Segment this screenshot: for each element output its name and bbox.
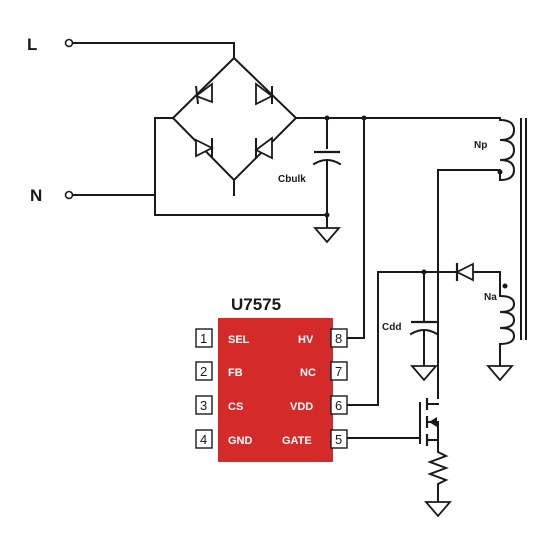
- pin-number: 7: [335, 364, 342, 379]
- ic-pin-4: 4 GND: [195, 429, 253, 449]
- ic-pin-5: 5 GATE: [282, 429, 348, 449]
- pin-number: 8: [335, 331, 342, 346]
- pin-number: 2: [200, 364, 207, 379]
- pin-name: HV: [298, 334, 314, 346]
- bridge-diode-1: [194, 82, 213, 105]
- pin-number: 5: [335, 432, 342, 447]
- aux-diode: [454, 262, 474, 282]
- wire-n: [72, 117, 174, 196]
- terminal-label-l: L: [27, 35, 37, 54]
- pin-number: 6: [335, 398, 342, 413]
- terminal-l: [64, 38, 74, 48]
- pin-name: NC: [300, 367, 316, 379]
- pin-number: 1: [200, 331, 207, 346]
- cdd-capacitor: [409, 271, 439, 367]
- pin-name: CS: [228, 401, 243, 413]
- terminal-n: [64, 190, 74, 200]
- ic-pin-8: 8 HV: [298, 328, 348, 348]
- bridge-diode-3: [195, 138, 215, 158]
- na-dot-icon: [502, 283, 508, 289]
- wire-bridge-neg: [154, 179, 328, 216]
- sense-resistor: [427, 439, 449, 503]
- bridge-diode-4: [254, 136, 273, 160]
- ic-part-number: U7575: [231, 295, 281, 314]
- bridge-diode-2: [255, 82, 274, 106]
- ic-pin-3: 3 CS: [195, 395, 243, 415]
- ground-icon: [424, 501, 452, 518]
- pin-number: 3: [200, 398, 207, 413]
- np-label: Np: [474, 140, 487, 151]
- node-dot-gnd: [324, 212, 330, 218]
- ground-icon: [486, 365, 514, 382]
- ground-icon: [410, 365, 438, 382]
- ic-pin-7: 7 NC: [300, 361, 348, 381]
- wire-hv: [346, 117, 365, 339]
- wire-l: [72, 42, 235, 59]
- pin-name: SEL: [228, 334, 250, 346]
- pin-name: VDD: [290, 401, 313, 413]
- wire-dc-bus: [295, 117, 328, 149]
- wire-np-drain: [437, 169, 501, 399]
- ic-body: [218, 318, 333, 462]
- mosfet: [419, 398, 439, 446]
- terminal-label-n: N: [30, 186, 42, 205]
- pin-number: 4: [200, 432, 207, 447]
- ground-icon: [313, 227, 341, 244]
- node-dot-bus: [324, 115, 330, 121]
- wire-vdd: [346, 271, 458, 406]
- ic-pin-1: 1 SEL: [195, 328, 250, 348]
- aux-winding: [498, 294, 516, 346]
- bridge-rectifier: [171, 56, 298, 182]
- wire-na-top: [474, 271, 501, 297]
- ic-pin-6: 6 VDD: [290, 395, 348, 415]
- cdd-label: Cdd: [382, 322, 401, 333]
- wire-bus-to-np: [326, 117, 501, 121]
- primary-winding: [498, 118, 516, 182]
- na-label: Na: [484, 292, 497, 303]
- cbulk-label: Cbulk: [278, 174, 306, 185]
- ic-pin-2: 2 FB: [195, 361, 243, 381]
- pin-name: GATE: [282, 435, 312, 447]
- pin-name: GND: [228, 435, 253, 447]
- pin-name: FB: [228, 367, 243, 379]
